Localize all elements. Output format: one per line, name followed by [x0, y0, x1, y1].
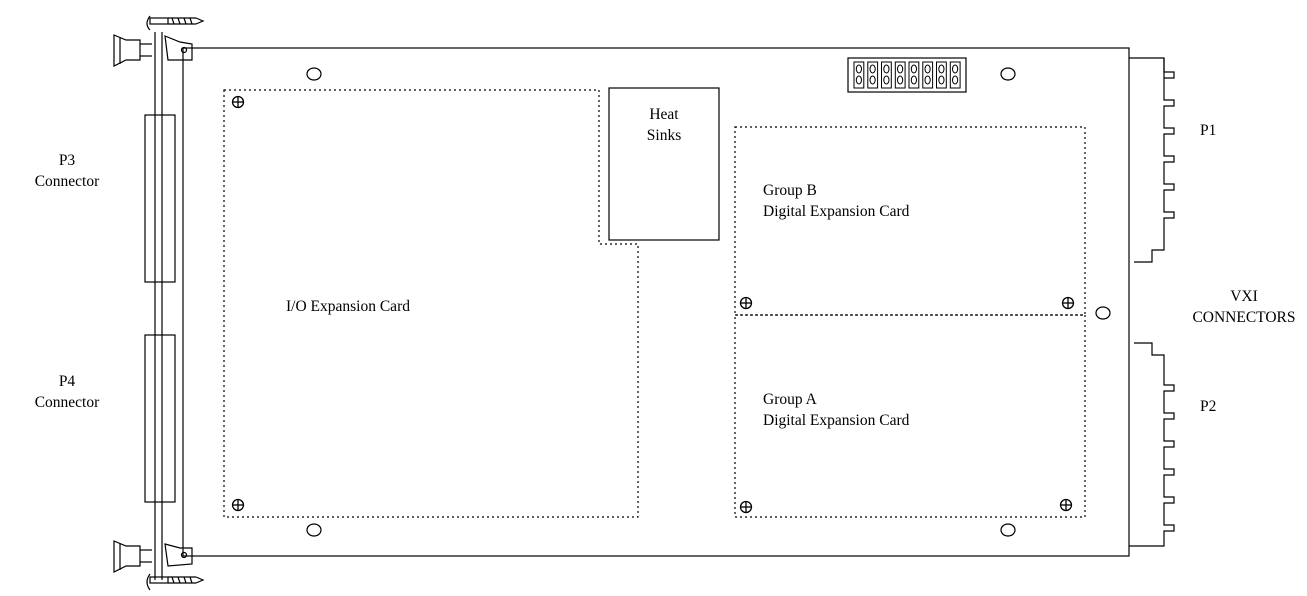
- p2-label: P2: [1200, 398, 1217, 415]
- dip-switch-position: [853, 61, 865, 89]
- dip-switch-position: [949, 61, 961, 89]
- screw-icon: [1061, 296, 1075, 310]
- dip-switch-position: [922, 61, 934, 89]
- screw-markers: [231, 95, 1075, 514]
- screw-icon: [739, 500, 753, 514]
- screw-icon: [739, 296, 753, 310]
- dip-switch-position: [908, 61, 920, 89]
- group-b-line-1: Group B: [763, 182, 817, 199]
- p2-vxi-connector: [1129, 342, 1175, 547]
- heat-sinks-box: [608, 87, 720, 241]
- p3-connector-body: [144, 114, 176, 283]
- p1-label: P1: [1200, 122, 1217, 139]
- dip-switch-position: [881, 61, 892, 89]
- group-a-card-label: Group A Digital Expansion Card: [763, 389, 909, 431]
- screw-icon: [1059, 498, 1073, 512]
- vxi-label-line-1: VXI: [1230, 288, 1258, 305]
- vxi-label-line-2: CONNECTORS: [1192, 309, 1296, 326]
- io-expansion-card-outline: [223, 89, 639, 518]
- ejector-handle-top: [113, 15, 205, 67]
- p1-vxi-connector: [1129, 57, 1175, 263]
- pcb-outline: [182, 47, 1130, 557]
- p4-label-line-2: Connector: [34, 394, 100, 411]
- group-a-line-1: Group A: [763, 391, 817, 408]
- group-a-line-2: Digital Expansion Card: [763, 412, 910, 429]
- p3-label-line-1: P3: [58, 152, 76, 169]
- p4-connector-label: P4 Connector: [22, 371, 112, 413]
- screw-icon: [231, 95, 245, 109]
- dip-switch-position: [894, 61, 906, 89]
- heat-sinks-line-1: Heat: [649, 106, 679, 123]
- p4-connector-body: [144, 334, 176, 503]
- group-b-card-label: Group B Digital Expansion Card: [763, 180, 909, 222]
- dip-switch: [847, 57, 967, 93]
- group-b-line-2: Digital Expansion Card: [763, 203, 910, 220]
- io-expansion-card-label: I/O Expansion Card: [286, 298, 410, 315]
- dip-switch-position: [867, 61, 879, 89]
- ejector-handle-bottom: [113, 540, 205, 591]
- p3-label-line-2: Connector: [34, 173, 100, 190]
- mounting-holes: [306, 67, 1111, 537]
- dip-switch-position: [936, 61, 947, 89]
- screw-icon: [231, 498, 245, 512]
- heat-sinks-line-2: Sinks: [646, 127, 682, 144]
- heat-sinks-label: Heat Sinks: [609, 104, 719, 146]
- vxi-connectors-label: VXI CONNECTORS: [1185, 286, 1303, 328]
- p3-connector-label: P3 Connector: [22, 150, 112, 192]
- group-a-card-outline: [734, 314, 1086, 518]
- group-b-card-outline: [734, 126, 1086, 316]
- p4-label-line-1: P4: [58, 373, 76, 390]
